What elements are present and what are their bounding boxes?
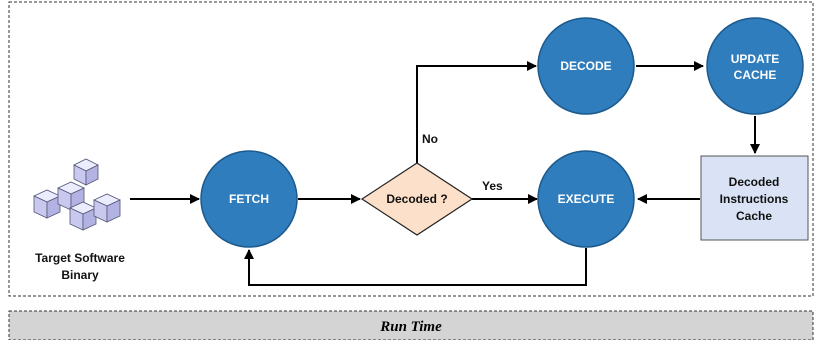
decision-node — [360, 162, 474, 236]
edge-label-no: No — [422, 132, 438, 146]
runtime-banner-label: Run Time — [379, 319, 442, 335]
decode-node — [537, 17, 635, 115]
cubes-icon — [33, 158, 121, 231]
runtime-banner — [8, 310, 814, 340]
fetch-node-label: FETCH — [229, 192, 269, 206]
cache-label-line1: Decoded — [729, 175, 780, 189]
instructions-cache-node — [700, 155, 809, 241]
decision-node-label: Decoded ? — [386, 192, 447, 206]
source-label-line1: Target Software — [35, 251, 125, 265]
source-label-line2: Binary — [61, 268, 99, 282]
diagram-frame — [8, 1, 814, 297]
fetch-node — [200, 150, 298, 248]
update-cache-label-line1: UPDATE — [731, 52, 779, 66]
update-cache-node — [706, 17, 804, 115]
edges — [130, 61, 760, 286]
decode-node-label: DECODE — [560, 59, 611, 73]
update-cache-label-line2: CACHE — [734, 68, 777, 82]
edge-decision-no-to-decode — [416, 61, 537, 163]
execute-node-label: EXECUTE — [558, 192, 615, 206]
execute-node — [537, 150, 635, 248]
cache-label-line3: Cache — [736, 209, 772, 223]
edge-label-yes: Yes — [482, 179, 503, 193]
cache-label-line2: Instructions — [720, 192, 789, 206]
edge-execute-loop-to-fetch — [244, 248, 587, 286]
